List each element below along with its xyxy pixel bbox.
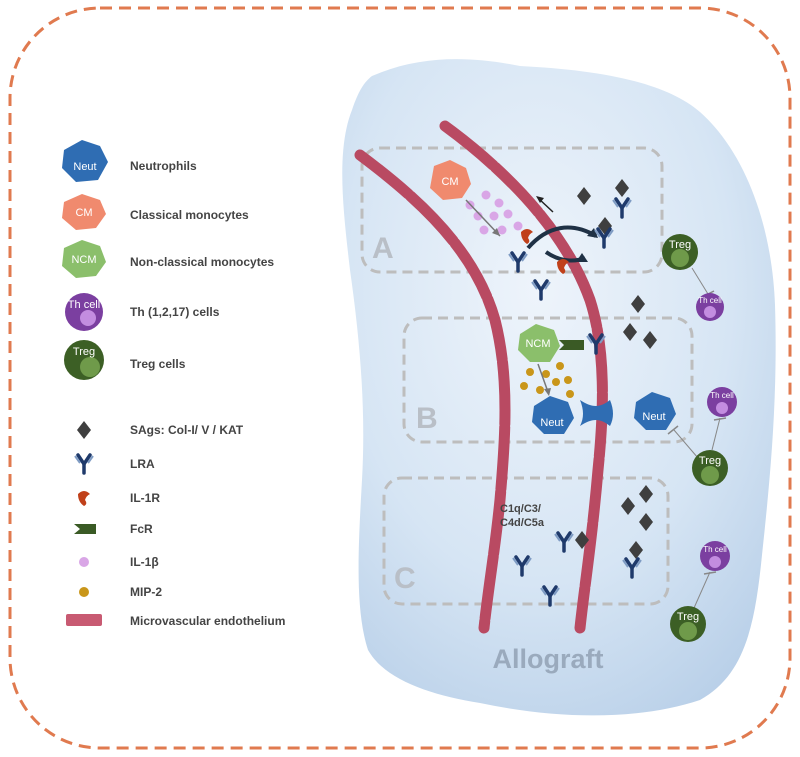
- lra-antibody-icon: [73, 453, 95, 475]
- th-cell-3-label: Th cell: [703, 545, 727, 554]
- vessel-left: [354, 149, 511, 634]
- region-a-label: A: [372, 232, 394, 265]
- endothelium-bar-icon: [66, 614, 102, 626]
- region-a-box: [360, 146, 664, 274]
- legend-th-cells-label: Th (1,2,17) cells: [130, 305, 220, 319]
- treg-icon-label: Treg: [73, 346, 95, 358]
- treg-icon: Treg: [64, 340, 104, 380]
- legend-classical-monocytes-label: Classical monocytes: [130, 208, 249, 222]
- nonclassical-monocyte-icon: NCM: [62, 240, 106, 278]
- mip2-dot-icon: [79, 587, 89, 597]
- mip2-cluster: [520, 362, 574, 398]
- neutrophil-cell-b2: Neut: [634, 392, 676, 430]
- legend-fcr-label: FcR: [130, 522, 153, 536]
- th-cell-2-label: Th cell: [710, 391, 734, 400]
- curved-arrow-upper: [526, 225, 598, 250]
- legend-neutrophils-label: Neutrophils: [130, 159, 197, 173]
- legend-sags-label: SAgs: Col-I/ V / KAT: [130, 423, 244, 437]
- th-cell-icon-label: Th cell: [68, 299, 100, 311]
- legend-endothelium-label: Microvascular endothelium: [130, 614, 285, 628]
- th-cell-1-label: Th cell: [698, 296, 722, 305]
- th-cell-3: Th cell: [700, 541, 730, 571]
- arrow-cm-to-il1b: [465, 199, 501, 237]
- il1r-icon: [78, 491, 90, 506]
- region-c-label: C: [394, 562, 416, 595]
- il1b-dot-icon: [79, 557, 89, 567]
- nonclassical-monocyte-cell-label: NCM: [525, 338, 550, 350]
- treg-cell-2: Treg: [692, 450, 728, 486]
- th-cell-icon: Th cell: [65, 293, 103, 331]
- inhibition-line: [673, 429, 699, 459]
- neutrophil-cell-b1-label: Neut: [540, 417, 563, 429]
- legend-il1r-label: IL-1R: [130, 491, 160, 505]
- th-cell-1: Th cell: [696, 293, 724, 321]
- neutrophil-cell-b2-label: Neut: [642, 411, 665, 423]
- nonclassical-monocyte-icon-label: NCM: [71, 254, 96, 266]
- treg-cell-2-label: Treg: [699, 455, 721, 467]
- region-c-box: [382, 476, 670, 606]
- legend-lra-label: LRA: [130, 457, 155, 471]
- complement-label-line1: C1q/C3/: [500, 503, 541, 515]
- inhibition-line: [691, 267, 709, 295]
- neutrophil-migrating-icon: [580, 400, 613, 426]
- neutrophil-cell-b1: Neut: [532, 396, 574, 434]
- th-cell-2: Th cell: [707, 387, 737, 417]
- legend: Neut Neutrophils CM Classical monocytes …: [62, 140, 285, 628]
- allograft-tissue: [342, 59, 776, 716]
- inhibition-line: [711, 417, 721, 451]
- classical-monocyte-icon-label: CM: [75, 207, 92, 219]
- region-b-box: [402, 316, 694, 444]
- legend-il1b-label: IL-1β: [130, 555, 159, 569]
- nonclassical-monocyte-cell: NCM: [518, 324, 560, 362]
- vessel-right: [439, 120, 608, 634]
- region-b-label: B: [416, 402, 438, 435]
- inhibition-line: [693, 571, 711, 609]
- treg-cell-1: Treg: [662, 234, 698, 270]
- classical-monocyte-cell: CM: [430, 160, 471, 200]
- arrow-ncm-to-neut: [537, 363, 549, 393]
- treg-cell-3: Treg: [670, 606, 706, 642]
- neutrophil-icon: Neut: [62, 140, 108, 182]
- fcr-receptor-icon: [559, 340, 584, 350]
- neutrophil-icon-label: Neut: [73, 161, 96, 173]
- sag-diamond-icon: [77, 421, 91, 439]
- treg-cell-1-label: Treg: [669, 239, 691, 251]
- legend-treg-cells-label: Treg cells: [130, 357, 186, 371]
- legend-mip2-label: MIP-2: [130, 585, 162, 599]
- il1b-cluster-a: [465, 190, 523, 235]
- fcr-icon: [74, 524, 96, 534]
- classical-monocyte-cell-label: CM: [441, 176, 458, 188]
- complement-label-line2: C4d/C5a: [500, 517, 545, 529]
- treg-cell-3-label: Treg: [677, 611, 699, 623]
- allograft-label: Allograft: [493, 644, 604, 674]
- legend-nonclassical-monocytes-label: Non-classical monocytes: [130, 255, 274, 269]
- classical-monocyte-icon: CM: [62, 194, 106, 230]
